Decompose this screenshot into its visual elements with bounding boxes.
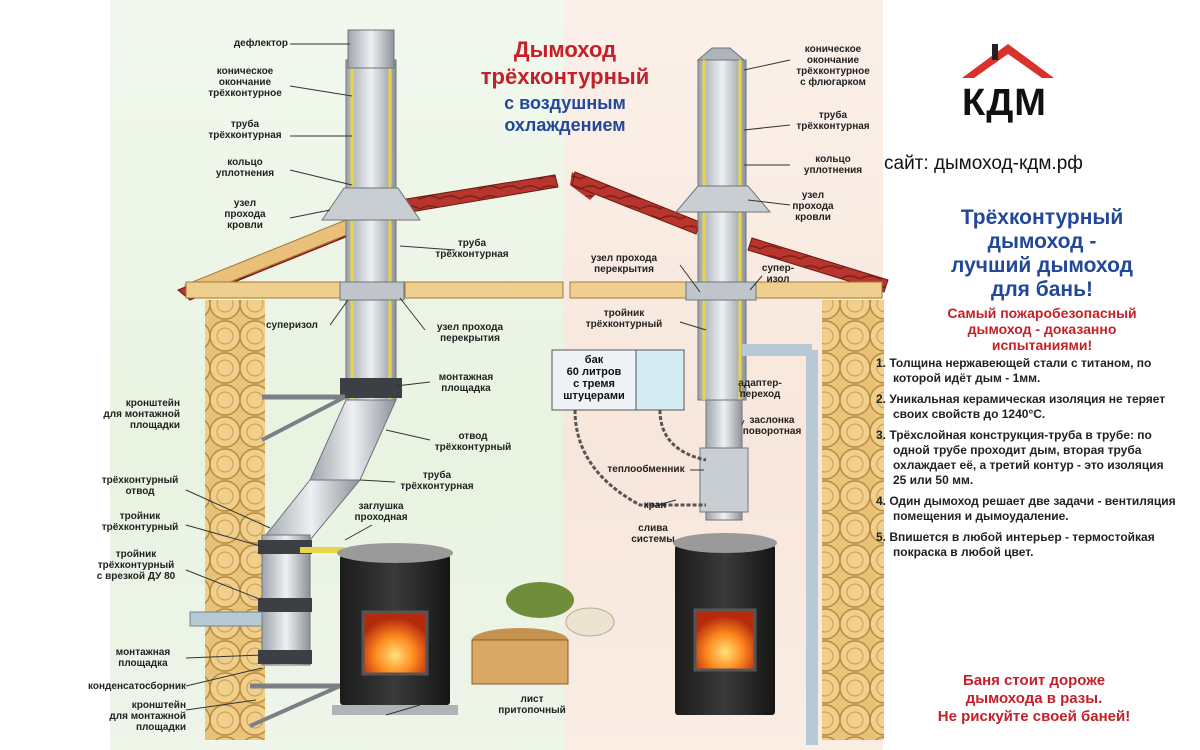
left-beam-b <box>404 281 564 299</box>
label-damper: заслонка поворотная <box>742 415 802 437</box>
right-chimney-pipe <box>697 59 747 401</box>
label-bracket-top: кронштейн для монтажной площадки <box>103 398 180 431</box>
right-log-wall <box>822 300 884 740</box>
air-inlet-pipe <box>189 611 263 627</box>
label-tap: кран <box>643 500 667 511</box>
leader-lines <box>185 43 791 716</box>
label-right-roof-node: узел прохода кровли <box>792 190 834 223</box>
label-right-ceiling-node: узел прохода перекрытия <box>590 253 658 275</box>
left-ceiling-node <box>339 281 405 301</box>
hose-upper <box>658 409 707 462</box>
label-drain: слива системы <box>631 523 675 545</box>
right-ceiling-node <box>685 281 757 301</box>
benefit-item: 2. Уникальная керамическая изоляция не т… <box>876 392 1166 421</box>
label-mount-platform-low: монтажная площадка <box>115 647 171 669</box>
label-pipe-mid: труба трёхконтурная <box>435 238 509 260</box>
left-beam-a <box>185 281 342 299</box>
right-roof-left-slope <box>571 171 701 235</box>
right-roof-right-slope <box>747 237 889 293</box>
label-right-tee: тройник трёхконтурный <box>585 308 663 330</box>
left-elbow <box>309 399 397 481</box>
right-roof-node <box>674 185 772 213</box>
right-beam-a <box>569 281 691 299</box>
label-tee-du80: тройник трёхконтурный с врезкой ДУ 80 <box>96 549 176 582</box>
heat-exchanger <box>699 447 749 513</box>
diagram-subtitle: с воздушным охлаждением <box>470 92 660 136</box>
label-ring: кольцо уплотнения <box>215 157 275 179</box>
label-right-superizol: супер- изол <box>761 263 795 285</box>
left-stove-stones <box>337 543 453 563</box>
subtitle-line-2: охлаждением <box>504 115 626 135</box>
left-log-wall <box>205 300 265 740</box>
benefit-item: 5. Впишется в любой интерьер - термостой… <box>876 530 1155 559</box>
logo-roof <box>962 44 1054 78</box>
label-pipe-low: труба трёхконтурная <box>400 470 474 492</box>
label-plug: заглушка проходная <box>354 501 408 523</box>
label-conical-vane: коническое окончание трёхконтурное с флю… <box>796 44 870 88</box>
benefits-list: 1. Толщина нержавеющей стали с титаном, … <box>876 356 1176 566</box>
left-roof-node <box>321 187 421 221</box>
left-stove-fire <box>361 610 429 676</box>
right-cone-cap <box>696 47 746 61</box>
mount-platform-band <box>340 378 402 398</box>
label-bracket-low: кронштейн для монтажной площадки <box>109 700 186 733</box>
label-heat-exchanger: теплообменник <box>607 464 685 475</box>
label-fire-sheet: лист притопочный <box>498 694 566 716</box>
wooden-bucket <box>471 639 569 685</box>
label-roof-node: узел прохода кровли <box>224 198 266 231</box>
right-stove-fire <box>693 608 757 672</box>
logo-chimney <box>992 44 998 60</box>
label-elbow: отвод трёхконтурный <box>434 431 512 453</box>
label-adapter: адаптер- переход <box>738 378 782 400</box>
label-right-ring: кольцо уплотнения <box>803 154 863 176</box>
title-line-1: Дымоход <box>513 37 617 62</box>
bath-broom <box>506 582 574 618</box>
benefit-item: 1. Толщина нержавеющей стали с титаном, … <box>876 356 1152 385</box>
brand-logo: КДМ <box>962 82 1047 124</box>
panel-footer: Баня стоит дороже дымохода в разы. Не ри… <box>937 672 1131 725</box>
right-stove-stones <box>673 533 777 553</box>
label-deflector: дефлектор <box>233 38 288 49</box>
subtitle-line-1: с воздушным <box>504 93 626 113</box>
label-pipe-top: труба трёхконтурная <box>208 119 282 141</box>
benefit-item: 4. Один дымоход решает две задачи - вент… <box>876 494 1176 523</box>
panel-headline: Трёхконтурный дымоход - лучший дымоход д… <box>951 206 1133 301</box>
bath-hat <box>565 607 615 637</box>
label-tank: бак 60 литров с тремя штуцерами <box>563 354 625 402</box>
label-right-pipe-top: труба трёхконтурная <box>796 110 870 132</box>
left-roof-right-slope <box>399 174 559 214</box>
left-fire-sheet <box>332 705 458 715</box>
water-tank-side <box>635 349 685 411</box>
label-tee: тройник трёхконтурный <box>101 511 179 533</box>
water-tank <box>551 349 637 411</box>
label-elbow-left: трёхконтурный отвод <box>101 475 179 497</box>
label-mount-platform: монтажная площадка <box>438 372 494 394</box>
benefit-item: 3. Трёхслойная конструкция-труба в трубе… <box>876 428 1164 487</box>
title-line-2: трёхконтурный <box>480 64 650 89</box>
label-superizol: суперизол <box>266 320 318 331</box>
diagram-title: Дымоход трёхконтурный <box>470 36 660 90</box>
left-background <box>110 0 563 750</box>
label-ceiling-node: узел прохода перекрытия <box>436 322 504 344</box>
label-conical: коническое окончание трёхконтурное <box>208 66 282 99</box>
left-chimney-pipe <box>345 59 397 401</box>
hose-lower <box>573 409 706 507</box>
panel-subhead: Самый пожаробезопасный дымоход - доказан… <box>947 305 1137 353</box>
site-url[interactable]: сайт: дымоход-кдм.рф <box>884 153 1083 174</box>
label-condensate: конденсатосборник <box>88 681 186 692</box>
deflector-cap <box>347 29 395 69</box>
